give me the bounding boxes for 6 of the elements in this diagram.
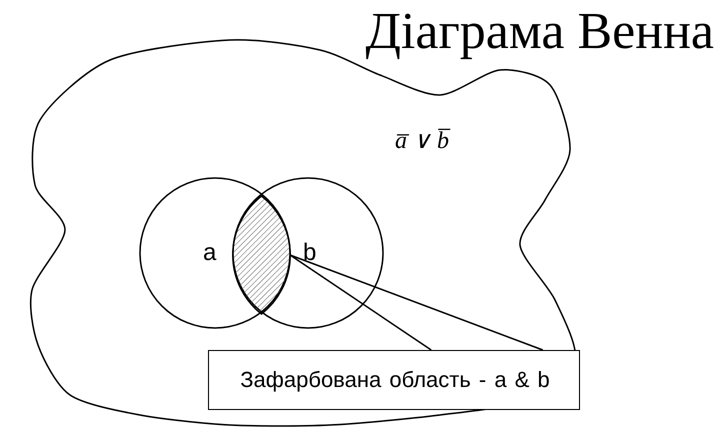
title: Діаграма Венна — [365, 2, 714, 62]
callout-text: Зафарбована область - a & b — [239, 367, 551, 393]
set-label: a — [203, 240, 216, 266]
leader-line — [289, 254, 544, 351]
formula: a̅ ∨ b̅ — [395, 128, 449, 154]
set-label: b — [303, 240, 316, 266]
